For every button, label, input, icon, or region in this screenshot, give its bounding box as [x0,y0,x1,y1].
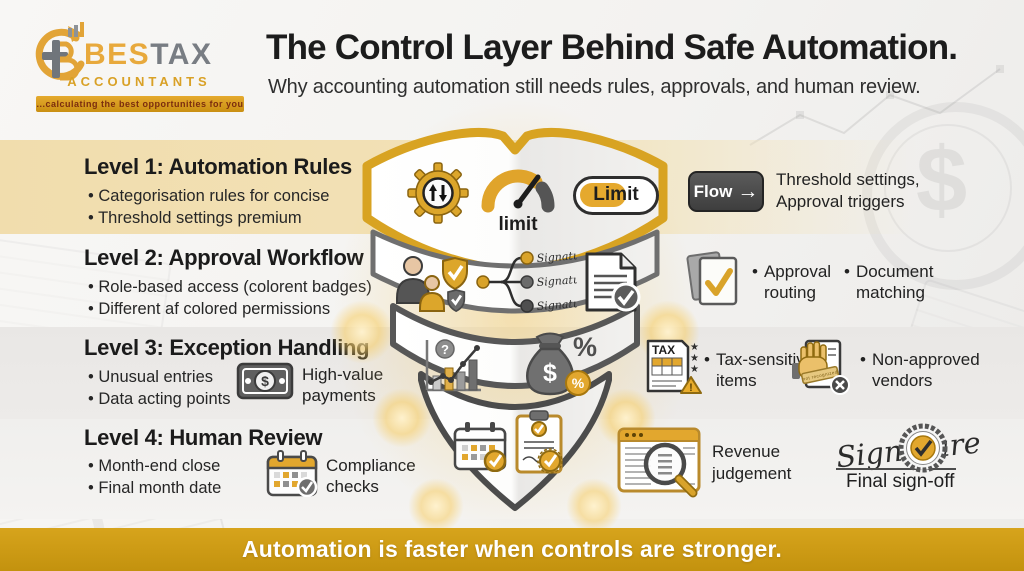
svg-text:★: ★ [690,342,699,353]
flow-button: Flow → [688,171,764,212]
level2-bullets: Role-based access (colorent badges) Diff… [88,276,372,320]
bullet-item: Data acting points [88,388,230,410]
level1-title: Level 1: Automation Rules [84,154,352,179]
svg-text:$: $ [543,359,557,387]
svg-text:★: ★ [690,353,699,364]
compliance-calendar-icon [266,450,318,497]
svg-text:$: $ [261,373,269,389]
signature-underline [836,468,956,470]
logo-mark-icon [35,22,85,81]
control-shield: limit Limit [357,116,673,518]
watermark-chart-lines [749,65,1004,146]
svg-text:TAX: TAX [652,343,675,357]
pill-label: Limit [593,184,639,205]
svg-text:Signature: Signature [536,248,577,265]
svg-text:%: % [572,375,585,391]
approved-document-icon [585,252,641,312]
tax-sensitive-items-label: Tax-sensitive items [715,350,815,390]
approval-routing-flow-icon: Signature Signature Signature [476,248,577,313]
glint [372,388,432,448]
money-bag-percent-icon: % $ % [526,332,597,396]
tax-sensitive-items-item: Tax-sensitive items [704,349,814,391]
level2-title: Level 2: Approval Workflow [84,245,364,270]
svg-text:%: % [573,332,597,362]
level4-title: Level 4: Human Review [84,425,323,450]
bullet-item: Unusual entries [88,366,230,388]
logo: BESTAX ACCOUNTANTS ...calculating the be… [28,16,248,118]
document-matching-item: Document matching [844,261,933,303]
unusual-entries-chart-icon: ? [425,339,481,392]
level1-bullets: Categorisation rules for concise Thresho… [88,185,330,229]
page-title: The Control Layer Behind Safe Automation… [266,28,958,67]
glint [330,300,394,364]
shield-bands [362,128,668,511]
non-approved-vendors-label: Non-approved vendors [871,350,980,390]
tax-document-icon: TAX ★ ★ ★ ! [646,339,702,394]
brand-word: ACCOUNTANTS [67,74,211,89]
bullet-item: Month-end close [88,455,221,477]
glint [566,478,622,534]
bullet-item: Final month date [88,477,221,499]
banknote-icon: $ [236,362,294,400]
gauge-label: limit [498,214,538,235]
svg-text:★: ★ [690,364,699,375]
non-approved-vendors-item: Non-approved vendors [860,349,980,391]
level3-title: Level 3: Exception Handling [84,335,370,360]
glint [408,478,464,534]
month-end-calendar-icon [453,422,507,472]
bullet-item: Categorisation rules for concise [88,185,329,207]
limit-gauge-icon [481,169,555,213]
approval-seal-icon [898,423,948,473]
gear-arrows-icon [407,162,469,224]
rejected-vendor-hand-icon: not recognized [792,339,850,395]
bullet-item: Threshold settings premium [88,207,330,229]
approval-routing-label: Approval routing [763,262,832,302]
limit-pill: Limit [573,176,659,215]
svg-text:?: ? [441,342,449,357]
svg-text:Signature: Signature [536,272,577,289]
level4-bullets: Month-end close Final month date [88,455,221,499]
footer-banner: Automation is faster when controls are s… [0,528,1024,571]
arrow-right-icon: → [737,179,759,203]
revenue-judgement-label: Revenue judgement [712,442,792,483]
approval-routing-item: Approval routing [752,261,831,303]
page-subtitle: Why accounting automation still needs ru… [268,76,921,98]
approval-papers-icon [686,251,738,306]
level3-bullets: Unusual entries Data acting points [88,366,230,410]
brand-tax: TAX [150,38,213,71]
svg-text:!: ! [689,382,693,394]
pill-highlight [580,183,626,207]
shield-band4 [418,371,612,511]
brand-best: BES [84,38,151,71]
brand-name: BESTAX [84,38,212,72]
flow-button-label: Flow [693,181,733,201]
brand-tagline: ...calculating the best opportunities fo… [36,96,244,112]
document-matching-label: Document matching [855,262,934,302]
bullet-item: Role-based access (colorent badges) [88,276,371,298]
revenue-spreadsheet-magnifier-icon [617,427,701,498]
signoff-clipboard-icon [515,410,563,474]
threshold-settings-label: Threshold settings, Approval triggers [776,170,920,211]
bullet-item: Different af colored permissions [88,298,372,320]
svg-text:Signature: Signature [536,296,577,313]
role-badges-icon [396,256,468,313]
final-signoff-label: Final sign-off [846,471,955,492]
